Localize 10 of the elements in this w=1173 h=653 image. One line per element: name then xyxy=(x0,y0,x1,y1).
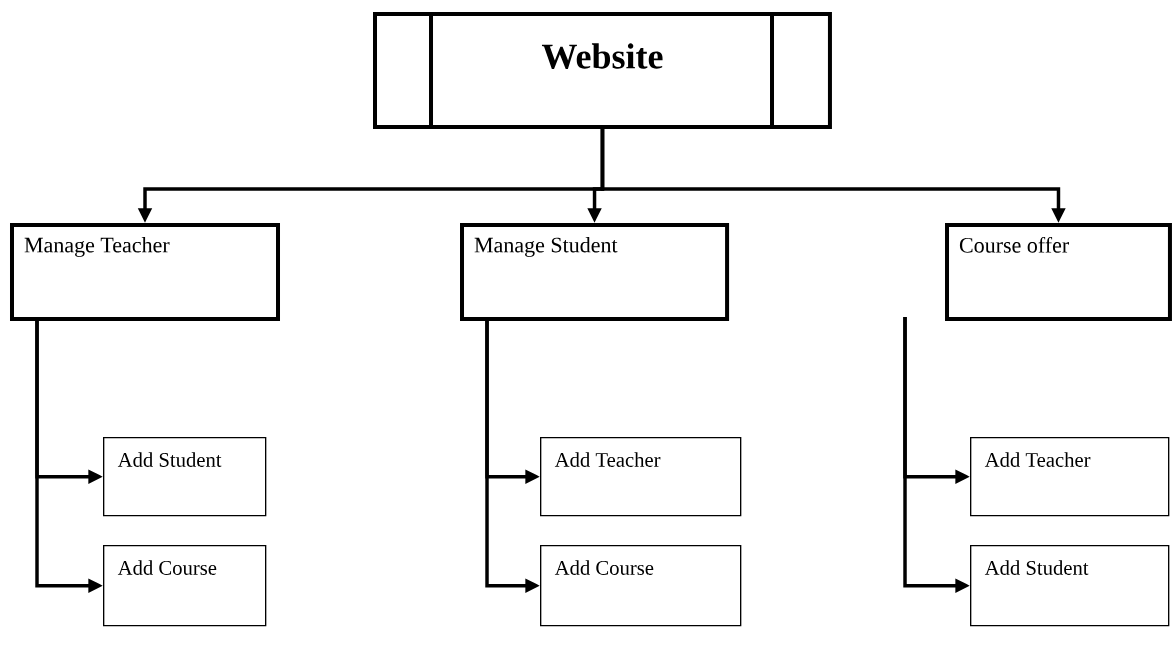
sub-box: Add Course xyxy=(103,545,267,627)
sub-box: Add Teacher xyxy=(970,437,1170,517)
sub-box: Add Course xyxy=(540,545,742,627)
sub-box: Add Student xyxy=(103,437,267,517)
title-box: Website xyxy=(373,10,832,130)
process-box: Course offer xyxy=(945,223,1172,321)
sub-box: Add Teacher xyxy=(540,437,742,517)
process-box: Manage Student xyxy=(460,223,730,321)
sub-box: Add Student xyxy=(970,545,1170,627)
process-box: Manage Teacher xyxy=(10,223,280,321)
